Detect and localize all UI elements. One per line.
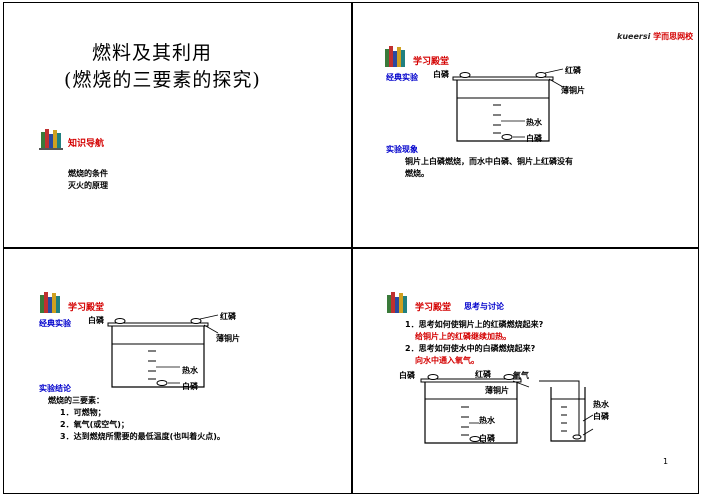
section-heading: 学习殿堂 (68, 303, 105, 313)
label-hot-water-2: 热水 (593, 400, 609, 409)
label-copper-sheet: 薄铜片 (216, 334, 240, 343)
slide-subtitle: (燃烧的三要素的探究) (64, 69, 261, 91)
page-number: 1 (663, 457, 669, 466)
beaker-diagram (452, 68, 564, 142)
section-heading: 学习殿堂 (415, 303, 452, 313)
conclusion-item-2: 2．氧气(或空气)； (60, 420, 129, 429)
nav-item-combustion: 燃烧的条件 (68, 169, 108, 178)
conclusion-label: 实验结论 (39, 384, 71, 393)
question-2: 2．思考如何使水中的白磷燃烧起来? (405, 344, 536, 353)
label-red-phosphorus: 红磷 (565, 66, 581, 75)
beaker-diagram (107, 314, 219, 388)
slide-3: 学习殿堂 经典实验 白磷 红磷 薄铜片 热水 白磷 实验结论 燃烧的三要素： 1… (3, 248, 352, 494)
phenomenon-text-1: 铜片上白磷燃烧，而水中白磷、铜片上红磷没有 (405, 157, 573, 166)
books-icon (40, 291, 64, 313)
answer-1: 给铜片上的红磷继续加热。 (415, 332, 511, 341)
slide-title: 燃料及其利用 (92, 42, 213, 64)
label-hot-water: 热水 (526, 118, 542, 127)
section-heading: 学习殿堂 (413, 57, 450, 67)
label-white-phosphorus: 白磷 (433, 70, 449, 79)
label-oxygen: 氧气 (513, 371, 529, 380)
section-heading: 知识导航 (68, 139, 105, 149)
label-copper-sheet: 薄铜片 (485, 386, 509, 395)
books-icon (39, 128, 65, 150)
slide-1: 燃料及其利用 (燃烧的三要素的探究) 知识导航 燃烧的条件 灭火的原理 (3, 2, 352, 248)
conclusion-item-1: 1．可燃物； (60, 408, 106, 417)
label-hot-water: 热水 (479, 416, 495, 425)
brand-logo: kueersi 学而思网校 (617, 32, 694, 41)
label-white-phosphorus-bottom: 白磷 (479, 434, 495, 443)
books-icon (387, 291, 411, 313)
nav-item-extinguish: 灭火的原理 (68, 181, 108, 190)
beaker-diagram-oxygen (420, 374, 594, 444)
label-red-phosphorus: 红磷 (220, 312, 236, 321)
label-red-phosphorus: 红磷 (475, 370, 491, 379)
label-white-phosphorus-2: 白磷 (593, 412, 609, 421)
question-1: 1．思考如何使铜片上的红磷燃烧起来? (405, 320, 544, 329)
experiment-label: 经典实验 (39, 319, 71, 328)
experiment-label: 经典实验 (386, 73, 418, 82)
conclusion-item-3: 3．达到燃烧所需要的最低温度(也叫着火点)。 (60, 432, 225, 441)
phenomenon-label: 实验现象 (386, 145, 418, 154)
label-hot-water: 热水 (182, 366, 198, 375)
slide-4: 学习殿堂 思考与讨论 1．思考如何使铜片上的红磷燃烧起来? 给铜片上的红磷继续加… (352, 248, 699, 494)
label-copper-sheet: 薄铜片 (561, 86, 585, 95)
answer-2: 向水中通入氧气。 (415, 356, 479, 365)
label-white-phosphorus-bottom: 白磷 (182, 382, 198, 391)
phenomenon-text-2: 燃烧。 (405, 169, 429, 178)
books-icon (385, 45, 409, 67)
label-white-phosphorus: 白磷 (88, 316, 104, 325)
label-white-phosphorus: 白磷 (399, 371, 415, 380)
label-white-phosphorus-bottom: 白磷 (526, 134, 542, 143)
conclusion-intro: 燃烧的三要素： (48, 396, 104, 405)
slide-2: kueersi 学而思网校 学习殿堂 经典实验 白磷 红磷 薄铜片 热水 白磷 … (352, 2, 699, 248)
section-subtitle: 思考与讨论 (464, 302, 504, 311)
